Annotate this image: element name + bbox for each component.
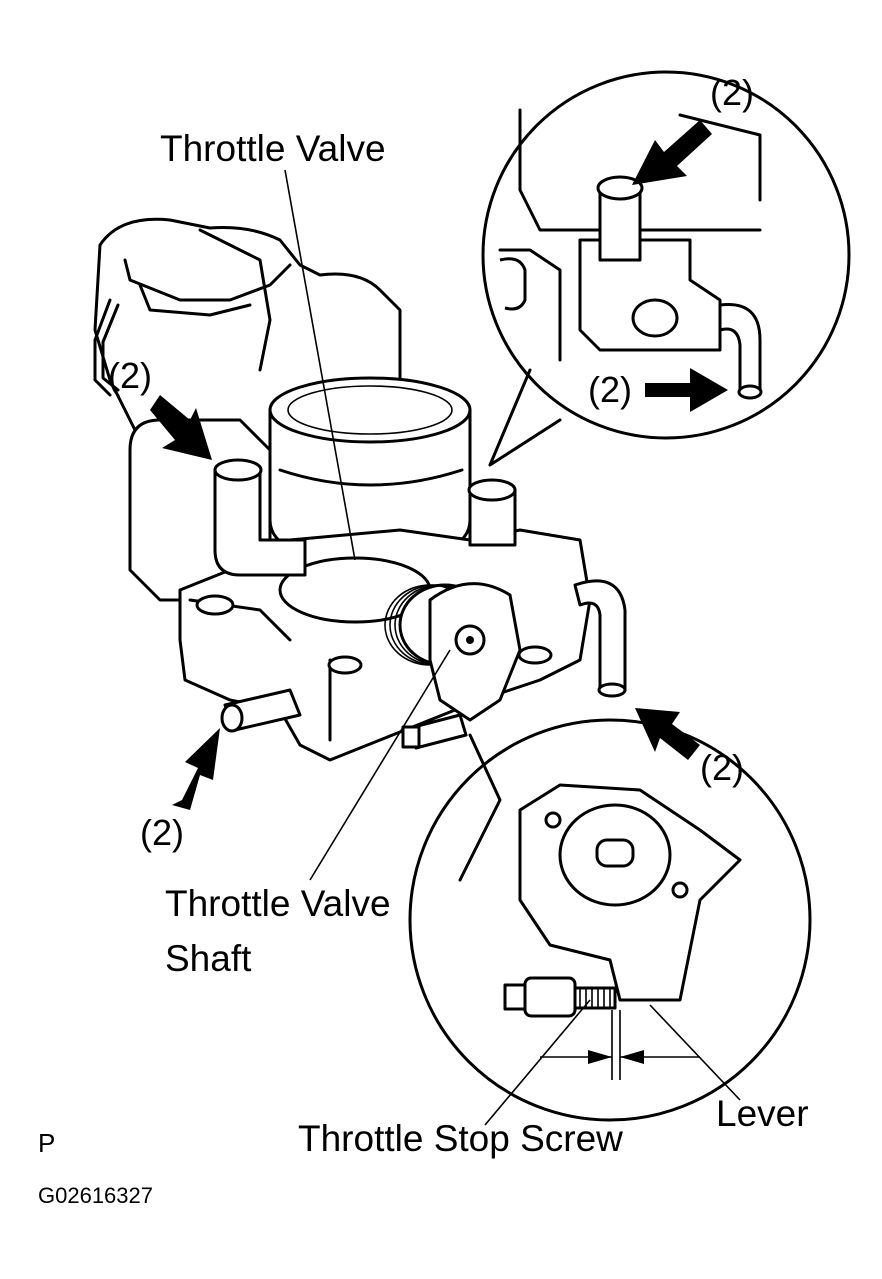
arrow-right-icon: [635, 708, 700, 760]
callout-left: (2): [108, 355, 152, 396]
arrow-top-right-icon: [632, 120, 712, 185]
inset-bottom-right: [408, 718, 812, 1122]
label-throttle-valve: Throttle Valve: [160, 128, 386, 169]
arrow-inset-right-icon: [645, 368, 728, 412]
label-throttle-stop-screw: Throttle Stop Screw: [298, 1118, 623, 1159]
label-lever: Lever: [716, 1093, 809, 1134]
footer-code: P: [38, 1128, 56, 1158]
arrow-bottom-left-icon: [172, 728, 220, 810]
throttle-bore-top: [268, 376, 472, 444]
label-throttle-valve-shaft-line1: Throttle Valve: [165, 883, 391, 924]
label-throttle-valve-shaft-line2: Shaft: [165, 938, 252, 979]
left-elbow-pipe: [213, 468, 307, 577]
leader-throttle-valve: [284, 169, 356, 561]
leader-lines: [284, 169, 741, 1126]
leader-throttle-stop-screw: [484, 999, 591, 1126]
leader-lever: [649, 1004, 741, 1101]
callout-right: (2): [700, 747, 744, 788]
arrows: [150, 120, 728, 810]
arrow-left-icon: [150, 395, 212, 460]
leader-throttle-valve-shaft: [309, 649, 451, 881]
figure-id: G02616327: [38, 1183, 153, 1208]
inset-top-right: [481, 70, 851, 467]
callout-bottom-left: (2): [140, 812, 184, 853]
callout-top-right: (2): [710, 72, 754, 113]
callout-inset-right: (2): [588, 369, 632, 410]
